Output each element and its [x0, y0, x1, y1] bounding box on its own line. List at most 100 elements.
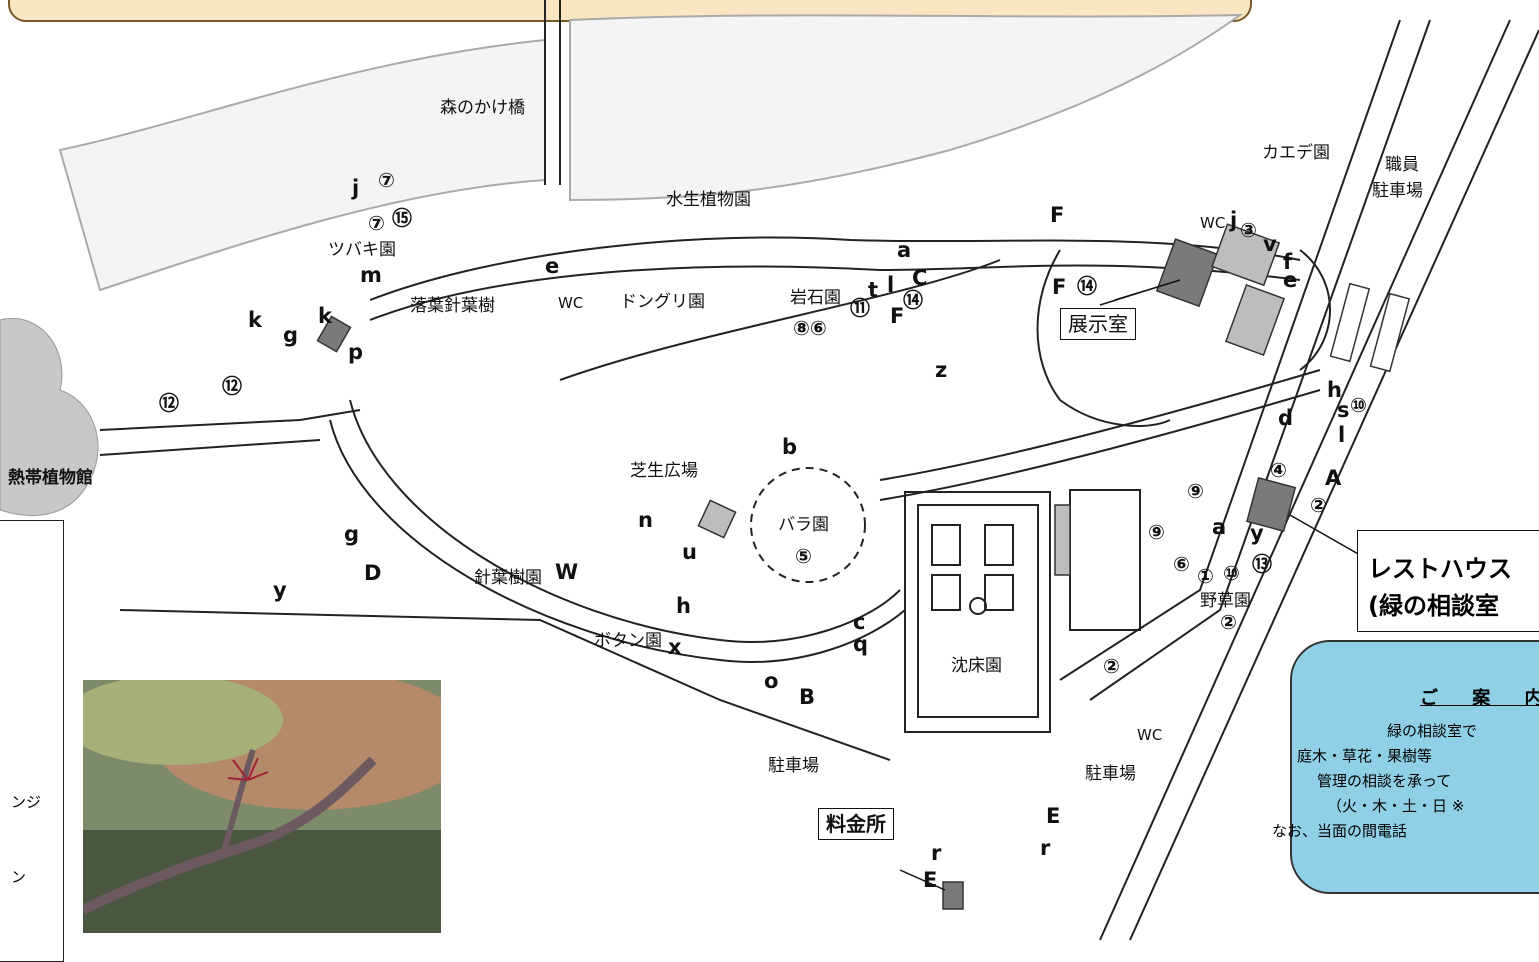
marker-num: ⑩ — [1223, 561, 1240, 585]
marker-g: g — [344, 522, 360, 546]
marker-num: ⑥ — [1173, 552, 1190, 576]
label-ganseki: 岩石園 — [790, 288, 841, 308]
rest-house-callout: レストハウス (緑の相談室 — [1357, 530, 1539, 632]
marker-j: j — [1230, 208, 1238, 232]
marker-h: h — [676, 594, 691, 618]
marker-F: F — [1052, 275, 1067, 299]
label-shibafu: 芝生広場 — [630, 461, 698, 481]
marker-e: e — [545, 254, 560, 278]
marker-num: ③ — [1240, 218, 1257, 242]
guide-title: ご 案 内 — [1420, 688, 1539, 709]
marker-y: y — [273, 578, 287, 602]
marker-u: u — [682, 540, 697, 564]
label-parking-2: 駐車場 — [1085, 764, 1136, 784]
guide-line: 管理の相談を承って — [1317, 772, 1452, 790]
label-suisei: 水生植物園 — [666, 190, 751, 210]
marker-k: k — [318, 304, 332, 328]
forest-area — [58, 13, 1244, 292]
label-tenjishitsu: 展示室 — [1060, 308, 1136, 340]
marker-a: a — [1212, 515, 1227, 539]
marker-a: a — [897, 238, 912, 262]
marker-num: ② — [1310, 493, 1327, 517]
legend-item: ンジ — [11, 793, 42, 811]
label-wc-2: WC — [1137, 726, 1163, 744]
marker-g: g — [283, 323, 299, 347]
marker-d: d — [1278, 406, 1294, 430]
marker-A: A — [1325, 466, 1342, 490]
plant-photo — [83, 680, 441, 933]
marker-o: o — [764, 669, 779, 693]
label-kaede: カエデ園 — [1262, 143, 1330, 163]
marker-x: x — [668, 635, 682, 659]
marker-r: r — [931, 841, 942, 865]
marker-B: B — [799, 685, 816, 709]
label-botan: ボタン園 — [594, 631, 662, 651]
guide-line: 庭木・草花・果樹等 — [1297, 747, 1433, 765]
marker-F: F — [890, 304, 905, 328]
label-wc-3: WC — [1200, 214, 1226, 232]
marker-s: s — [1337, 398, 1350, 422]
label-chinshouen: 沈床園 — [951, 656, 1002, 676]
label-bara: バラ園 — [778, 515, 829, 535]
marker-c: c — [853, 610, 866, 634]
marker-k: k — [248, 308, 262, 332]
marker-v: v — [1263, 232, 1277, 256]
marker-E: E — [1046, 804, 1061, 828]
marker-h: h — [1327, 378, 1342, 402]
marker-num: ⑨ — [1187, 479, 1204, 503]
marker-b: b — [782, 435, 798, 459]
label-ryoukinjo: 料金所 — [818, 808, 894, 840]
roads — [99, 0, 1539, 941]
legend-item: ン — [11, 868, 27, 886]
rest-house-subtitle: (緑の相談室 — [1368, 592, 1499, 620]
label-shinyoujuen: 針葉樹園 — [474, 568, 542, 588]
marker-l: l — [887, 273, 895, 297]
marker-num: ⑫ — [159, 391, 179, 415]
marker-f: f — [1283, 250, 1293, 274]
label-rakuyou: 落葉針葉樹 — [410, 296, 495, 316]
marker-j: j — [352, 176, 360, 200]
marker-E: E — [923, 868, 938, 892]
marker-num: ① — [1197, 564, 1214, 588]
label-staff-1: 職員 — [1385, 155, 1419, 175]
buildings — [316, 223, 1411, 910]
label-mori-bridge: 森のかけ橋 — [440, 98, 525, 118]
marker-D: D — [364, 561, 382, 585]
marker-num: ⑮ — [392, 206, 412, 230]
label-staff-2: 駐車場 — [1372, 181, 1423, 201]
legend-panel: ンジ ン — [0, 520, 64, 962]
marker-num: ⑫ — [222, 374, 242, 398]
marker-num: ② — [1220, 610, 1237, 634]
marker-p: p — [348, 340, 364, 364]
rest-house-title: レストハウス — [1368, 555, 1512, 583]
label-yasou: 野草園 — [1200, 591, 1251, 611]
marker-q: q — [853, 632, 869, 656]
marker-z: z — [935, 358, 948, 382]
marker-y: y — [1250, 521, 1264, 545]
marker-e: e — [1283, 268, 1298, 292]
marker-n: n — [638, 508, 653, 532]
marker-W: W — [555, 560, 579, 584]
marker-num: ⑦ — [368, 211, 385, 235]
guide-box: ご 案 内 緑の相談室で 庭木・草花・果樹等 管理の相談を承って （火・木・土・… — [1272, 640, 1539, 894]
marker-num: ② — [1103, 654, 1120, 678]
marker-num: ⑪ — [850, 296, 870, 320]
marker-num: ⑩ — [1350, 393, 1367, 417]
marker-num: ⑭ — [1077, 274, 1097, 298]
marker-num: ⑬ — [1252, 552, 1272, 576]
guide-line: なお、当面の間電話 — [1272, 822, 1408, 840]
marker-num: ⑭ — [903, 288, 923, 312]
marker-l: l — [1338, 423, 1346, 447]
label-parking-1: 駐車場 — [768, 756, 819, 776]
tropical-house-shape — [0, 318, 99, 516]
marker-t: t — [868, 278, 879, 302]
marker-num: ⑤ — [795, 544, 812, 568]
label-wc-1: WC — [558, 294, 584, 312]
marker-num: ⑧⑥ — [793, 316, 827, 340]
label-nettai: 熱帯植物館 — [8, 468, 93, 488]
marker-F: F — [1050, 203, 1065, 227]
marker-num: ⑨ — [1148, 520, 1165, 544]
guide-line: 緑の相談室で — [1387, 722, 1478, 740]
guide-line: （火・木・土・日 ※ — [1327, 797, 1465, 815]
marker-r: r — [1040, 836, 1051, 860]
